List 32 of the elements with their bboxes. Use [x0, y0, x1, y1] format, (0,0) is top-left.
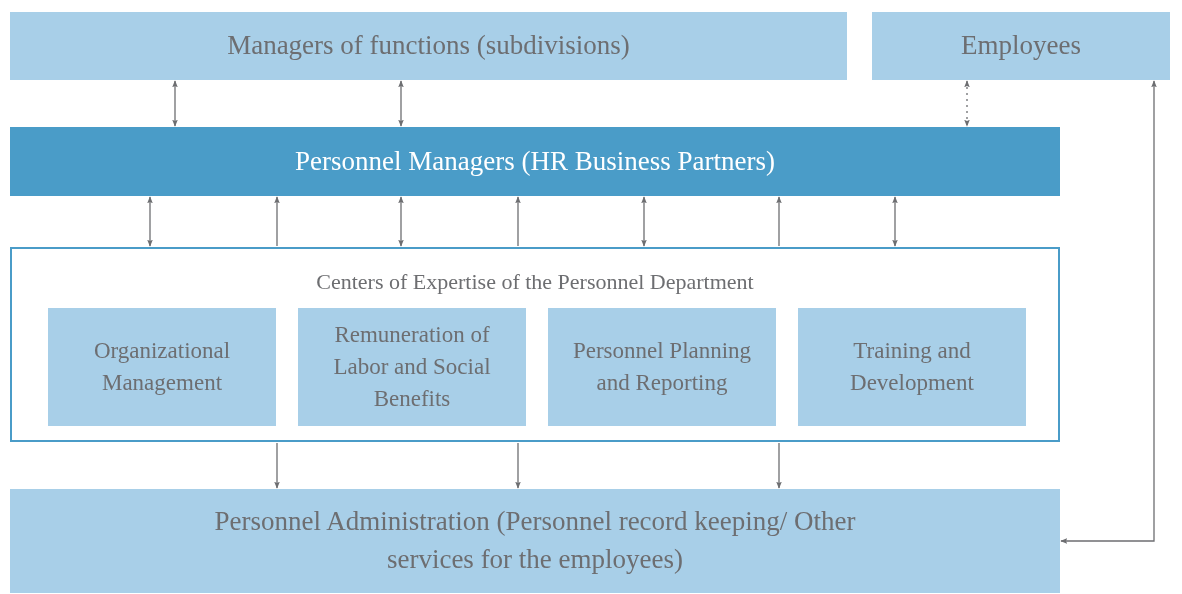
box-label: Organizational Management [92, 336, 232, 397]
box-label: Personnel Planning and Reporting [571, 336, 753, 397]
arrow [147, 196, 153, 247]
box-label: Employees [961, 29, 1081, 63]
process-box [48, 308, 276, 426]
process-box [548, 308, 776, 426]
process-box [798, 308, 1026, 426]
box-label: Centers of Expertise of the Personnel Department [316, 268, 754, 296]
arrow [274, 442, 280, 489]
box-label: Personnel Managers (HR Business Partners) [295, 144, 775, 178]
arrow [398, 196, 404, 247]
group-panel [10, 247, 1060, 442]
box-label: Training and Development [849, 336, 975, 397]
process-box [10, 12, 847, 80]
arrow [398, 80, 404, 127]
process-box [10, 489, 1060, 593]
process-box [10, 127, 1060, 196]
arrow [515, 196, 521, 247]
box-label: Remuneration of Labor and Social Benefits [332, 320, 492, 414]
arrow [274, 196, 280, 247]
process-box [298, 308, 526, 426]
box-label: Personnel Administration (Personnel record keeping/ Other services for the employees) [213, 505, 857, 576]
arrow [776, 442, 782, 489]
arrow [1060, 80, 1157, 544]
arrow [515, 442, 521, 489]
box-label: Managers of functions (subdivisions) [227, 29, 630, 63]
arrow [641, 196, 647, 247]
arrow [172, 80, 178, 127]
process-box [872, 12, 1170, 80]
arrow [776, 196, 782, 247]
arrow [892, 196, 898, 247]
arrow [964, 80, 970, 127]
